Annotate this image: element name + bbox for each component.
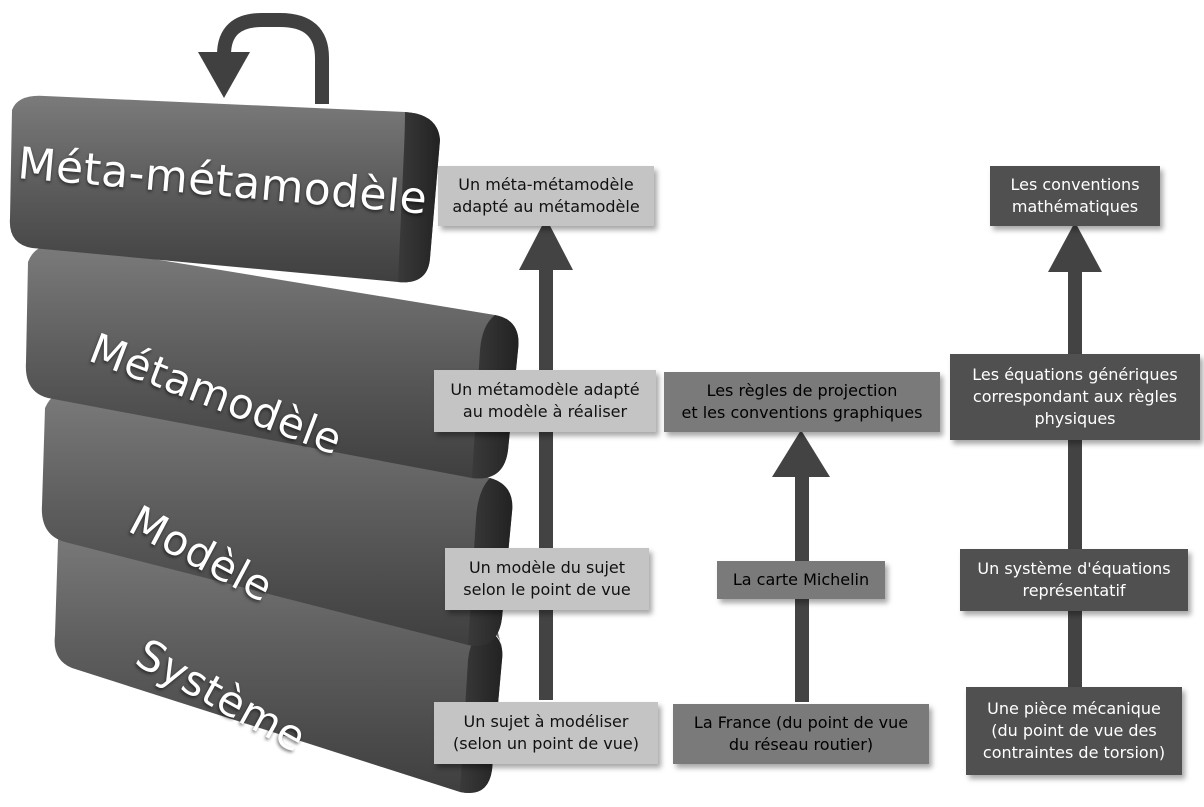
arrow-mechanics-column [1048, 222, 1102, 697]
box-text: La carte Michelin [732, 570, 870, 589]
self-reference-arrow [198, 13, 329, 104]
box-generic-meta-metamodel: Un méta-métamodèle adapté au métamodèle [438, 166, 654, 226]
box-generic-system: Un sujet à modéliser (selon un point de … [434, 702, 658, 764]
box-text: Un sujet à modéliser (selon un point de … [453, 712, 639, 753]
box-map-metamodel: Les règles de projection et les conventi… [664, 372, 940, 432]
box-text: Les conventions mathématiques [1010, 175, 1140, 216]
box-map-system: La France (du point de vue du réseau rou… [673, 704, 929, 764]
box-mechanics-meta-metamodel: Les conventions mathématiques [990, 166, 1160, 226]
box-text: Un méta-métamodèle adapté au métamodèle [452, 175, 640, 216]
box-generic-metamodel: Un métamodèle adapté au modèle à réalise… [434, 370, 656, 432]
arrow-generic-column [519, 218, 573, 700]
box-text: Les règles de projection et les conventi… [681, 381, 923, 422]
box-map-model: La carte Michelin [717, 561, 885, 599]
box-mechanics-model: Un système d'équations représentatif [960, 549, 1188, 611]
box-mechanics-metamodel: Les équations génériques correspondant a… [950, 354, 1200, 440]
box-text: Une pièce mécanique (du point de vue des… [982, 699, 1166, 762]
block-meta-metamodele [9, 95, 440, 283]
box-mechanics-system: Une pièce mécanique (du point de vue des… [966, 687, 1182, 775]
box-generic-model: Un modèle du sujet selon le point de vue [445, 548, 649, 610]
box-text: Un système d'équations représentatif [977, 559, 1171, 600]
box-text: La France (du point de vue du réseau rou… [693, 713, 909, 754]
box-text: Les équations génériques correspondant a… [972, 365, 1178, 428]
box-text: Un modèle du sujet selon le point de vue [463, 558, 631, 599]
box-text: Un métamodèle adapté au modèle à réalise… [450, 380, 640, 421]
